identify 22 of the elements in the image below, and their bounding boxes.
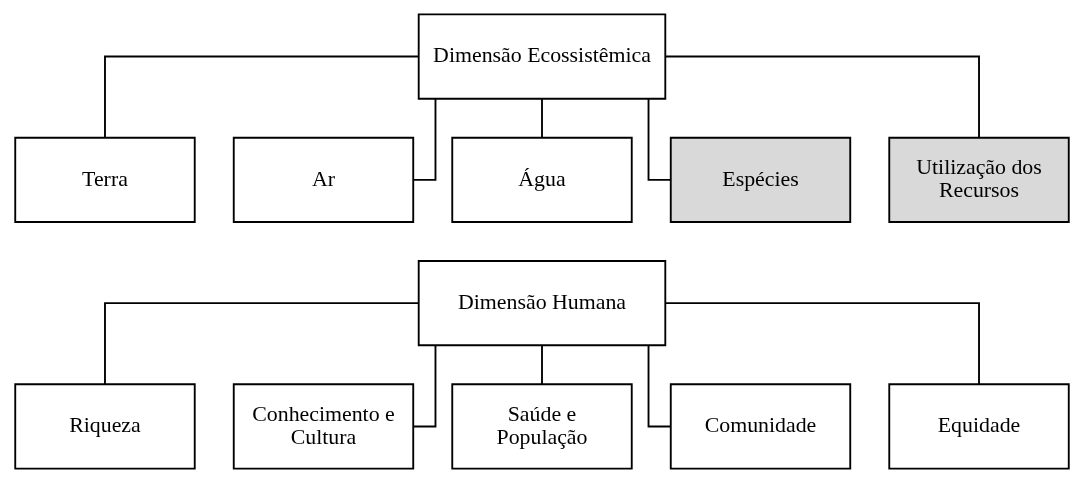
node-box: Conhecimento e Cultura: [232, 383, 414, 470]
connector: [411, 344, 436, 428]
connector: [647, 344, 672, 428]
node-box: Terra: [13, 136, 196, 223]
connector: [540, 98, 543, 139]
connector: [664, 55, 980, 139]
node-box: Espécies: [669, 136, 851, 223]
node-box: Equidade: [887, 383, 1070, 470]
node-box: Água: [450, 136, 633, 223]
node-box: Dimensão Humana: [417, 260, 666, 347]
connector: [540, 344, 543, 385]
connector: [103, 302, 419, 385]
connector: [411, 98, 436, 181]
node-box: Saúde e População: [450, 383, 633, 470]
node-box: Ar: [232, 136, 414, 223]
node-box: Comunidade: [669, 383, 851, 470]
connector: [664, 302, 980, 385]
node-box: Riqueza: [13, 383, 196, 470]
connector: [103, 55, 419, 139]
node-box: Dimensão Ecossistêmica: [417, 13, 666, 100]
node-box: Utilização dos Recursos: [887, 136, 1070, 223]
connector: [647, 98, 672, 181]
